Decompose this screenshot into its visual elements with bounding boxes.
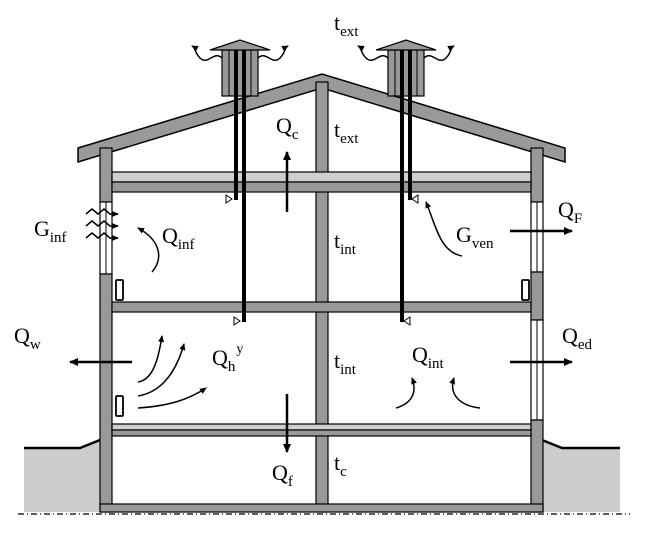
label-Qed: Qed [562,323,593,353]
label-G-inf: Ginf [34,216,67,246]
label-t-c: tc [334,450,347,480]
slabs [99,171,544,513]
left-wall-upper [99,147,113,203]
label-QF: QF [558,197,582,227]
arrow-Qh-1 [137,335,165,383]
arrow-Qh-3 [137,387,207,409]
label-t-ext-top: text [334,10,359,40]
left-chimney-exhaust-left [191,45,223,61]
ground-left [24,440,100,512]
left-chimney-shaft [221,49,259,97]
ground-line-right [541,438,620,450]
mid-slab [111,301,532,313]
roof [77,73,566,164]
vent-grille-icon [411,194,419,204]
basement-floor [99,503,544,513]
ground-slab-bottom [111,429,532,437]
label-Qf: Qf [272,460,293,490]
right-chimney-exhaust-left [357,45,389,61]
right-wall-mid [530,271,544,321]
label-t-int-upper: tint [334,228,357,258]
left-chimney-exhaust-right [257,45,289,61]
label-G-ven: Gven [456,222,494,252]
ground-right [542,440,620,512]
right-chimney-shaft [387,49,425,97]
left-chimney-cap [209,39,271,51]
label-Q-inf: Qinf [162,223,195,253]
label-Qh: Qhy [212,342,243,375]
flow-arrows [69,151,573,453]
label-Qc: Qc [276,113,299,143]
radiator-upper-icon [115,279,124,301]
arrow-Qh-2 [137,343,186,397]
right-wall-lower [530,419,544,513]
attic-slab-bottom [111,181,532,193]
ground [18,438,630,515]
center-wall [315,81,329,513]
radiator-lower-icon [115,395,124,417]
vent-grille-icon [233,316,241,326]
right-chimney [357,39,455,326]
vent-grille-icon [403,316,411,326]
right-chimney-cap [375,39,437,51]
roof-slab [77,73,566,164]
right-wall-upper [530,147,544,203]
walls [99,81,544,513]
left-chimney [191,39,289,326]
ground-slab-top [111,423,532,431]
right-chimney-exhaust-right [423,45,455,61]
left-wall-lower [99,273,113,513]
label-t-ext-attic: text [334,117,359,147]
arrow-Qint-2 [449,377,481,409]
ground-line-left [24,438,101,450]
label-Qw: Qw [14,323,41,353]
arrow-Qinf [137,227,160,273]
arrow-Gven [425,201,463,257]
label-Q-int: Qint [412,342,445,372]
attic-slab-top [111,171,532,183]
vent-grille-icon [225,194,233,204]
radiator-right-icon [521,279,530,301]
label-t-int-lower: tint [334,348,357,378]
infiltration-arrows [85,208,119,241]
arrow-Qint-1 [395,377,417,409]
